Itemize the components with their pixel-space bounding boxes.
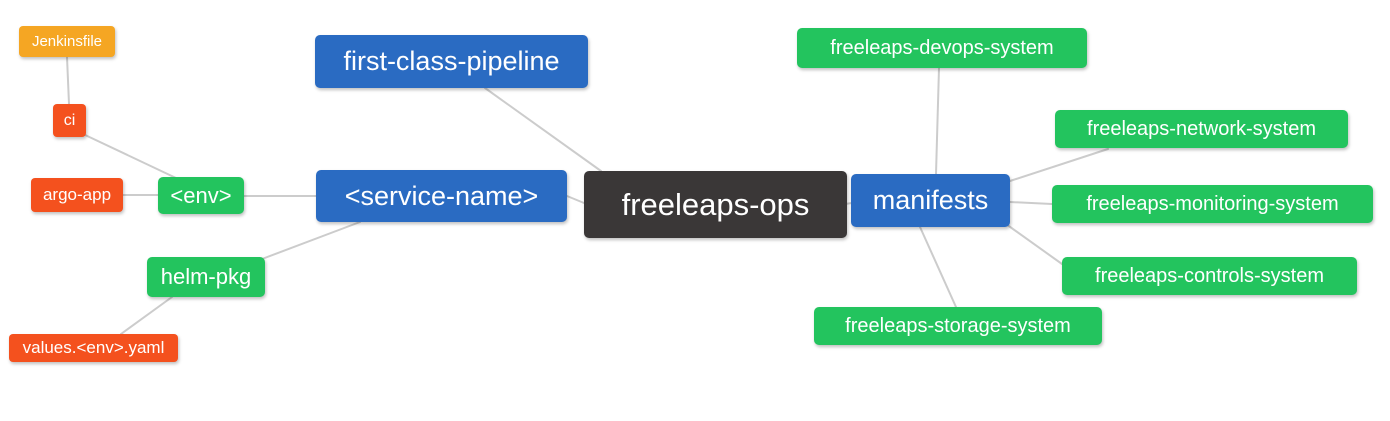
- node-argo-app[interactable]: argo-app: [31, 178, 123, 212]
- node-helm-pkg[interactable]: helm-pkg: [147, 257, 265, 297]
- edge-first-class-pipeline-freeleaps-ops: [484, 87, 602, 172]
- edge-manifests-storage-system: [919, 226, 957, 308]
- node-freeleaps-devops-system[interactable]: freeleaps-devops-system: [797, 28, 1087, 68]
- node-manifests[interactable]: manifests: [851, 174, 1010, 227]
- node-freeleaps-network-system[interactable]: freeleaps-network-system: [1055, 110, 1348, 148]
- node-freeleaps-ops-root[interactable]: freeleaps-ops: [584, 171, 847, 238]
- node-values-env-yaml[interactable]: values.<env>.yaml: [9, 334, 178, 362]
- edge-service-name-freeleaps-ops: [566, 195, 585, 204]
- edge-ci-env: [82, 133, 177, 179]
- node-env[interactable]: <env>: [158, 177, 244, 214]
- edge-manifests-controls-system: [1005, 223, 1063, 265]
- node-jenkinsfile[interactable]: Jenkinsfile: [19, 26, 115, 57]
- node-freeleaps-controls-system[interactable]: freeleaps-controls-system: [1062, 257, 1357, 295]
- node-freeleaps-monitoring-system[interactable]: freeleaps-monitoring-system: [1052, 185, 1373, 223]
- node-first-class-pipeline[interactable]: first-class-pipeline: [315, 35, 588, 88]
- edge-helm-pkg-values-yaml: [120, 296, 173, 335]
- edge-manifests-monitoring-system: [1009, 201, 1053, 205]
- edge-manifests-network-system: [1009, 148, 1109, 182]
- edge-jenkinsfile-ci: [66, 56, 70, 105]
- edge-manifests-devops-system: [935, 67, 940, 175]
- node-ci[interactable]: ci: [53, 104, 86, 137]
- edge-service-name-helm-pkg: [261, 221, 361, 260]
- node-freeleaps-storage-system[interactable]: freeleaps-storage-system: [814, 307, 1102, 345]
- node-service-name[interactable]: <service-name>: [316, 170, 567, 222]
